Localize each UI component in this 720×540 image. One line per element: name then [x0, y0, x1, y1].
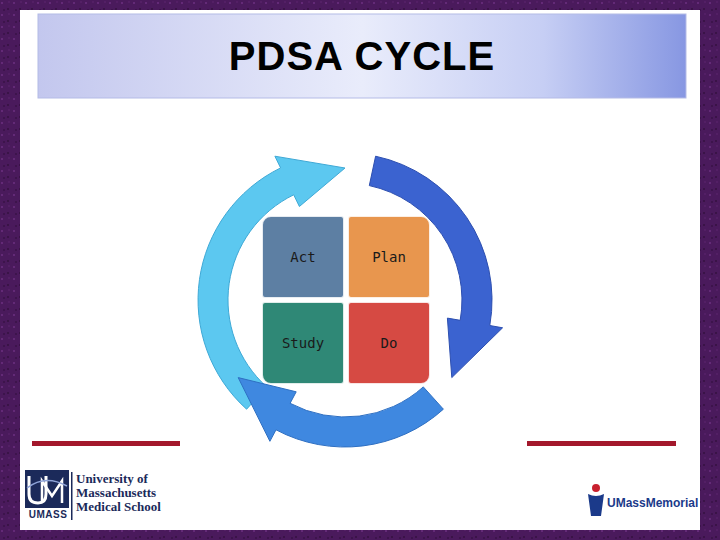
- pdsa-quadrant: Plan: [348, 216, 430, 298]
- slide-title: PDSA CYCLE: [38, 14, 686, 98]
- phase-label: Study: [282, 335, 324, 351]
- pdsa-quadrant: Study: [262, 302, 344, 384]
- pdsa-quadrant: Do: [348, 302, 430, 384]
- phase-label: Plan: [372, 249, 406, 265]
- cycle-arrow: [238, 378, 443, 447]
- phase-label: Act: [290, 249, 315, 265]
- content-area: [20, 10, 700, 530]
- memorial-icon: [588, 494, 604, 516]
- institution-name: UMassMemorial: [607, 496, 702, 510]
- title-bar: [38, 14, 686, 98]
- phase-label: Do: [381, 335, 398, 351]
- pdsa-quadrant: Act: [262, 216, 344, 298]
- cycle-arrow: [198, 156, 345, 409]
- logo-divider: [71, 472, 73, 520]
- memorial-icon: [592, 484, 600, 492]
- institution-name: University of Massachusetts Medical Scho…: [76, 472, 176, 514]
- logo-wordmark: UMASS: [24, 509, 72, 520]
- umass-emblem: [27, 480, 67, 488]
- red-rule: [32, 441, 180, 446]
- umass-emblem: [42, 481, 62, 503]
- umass-emblem: [25, 470, 69, 508]
- red-rule: [527, 441, 676, 446]
